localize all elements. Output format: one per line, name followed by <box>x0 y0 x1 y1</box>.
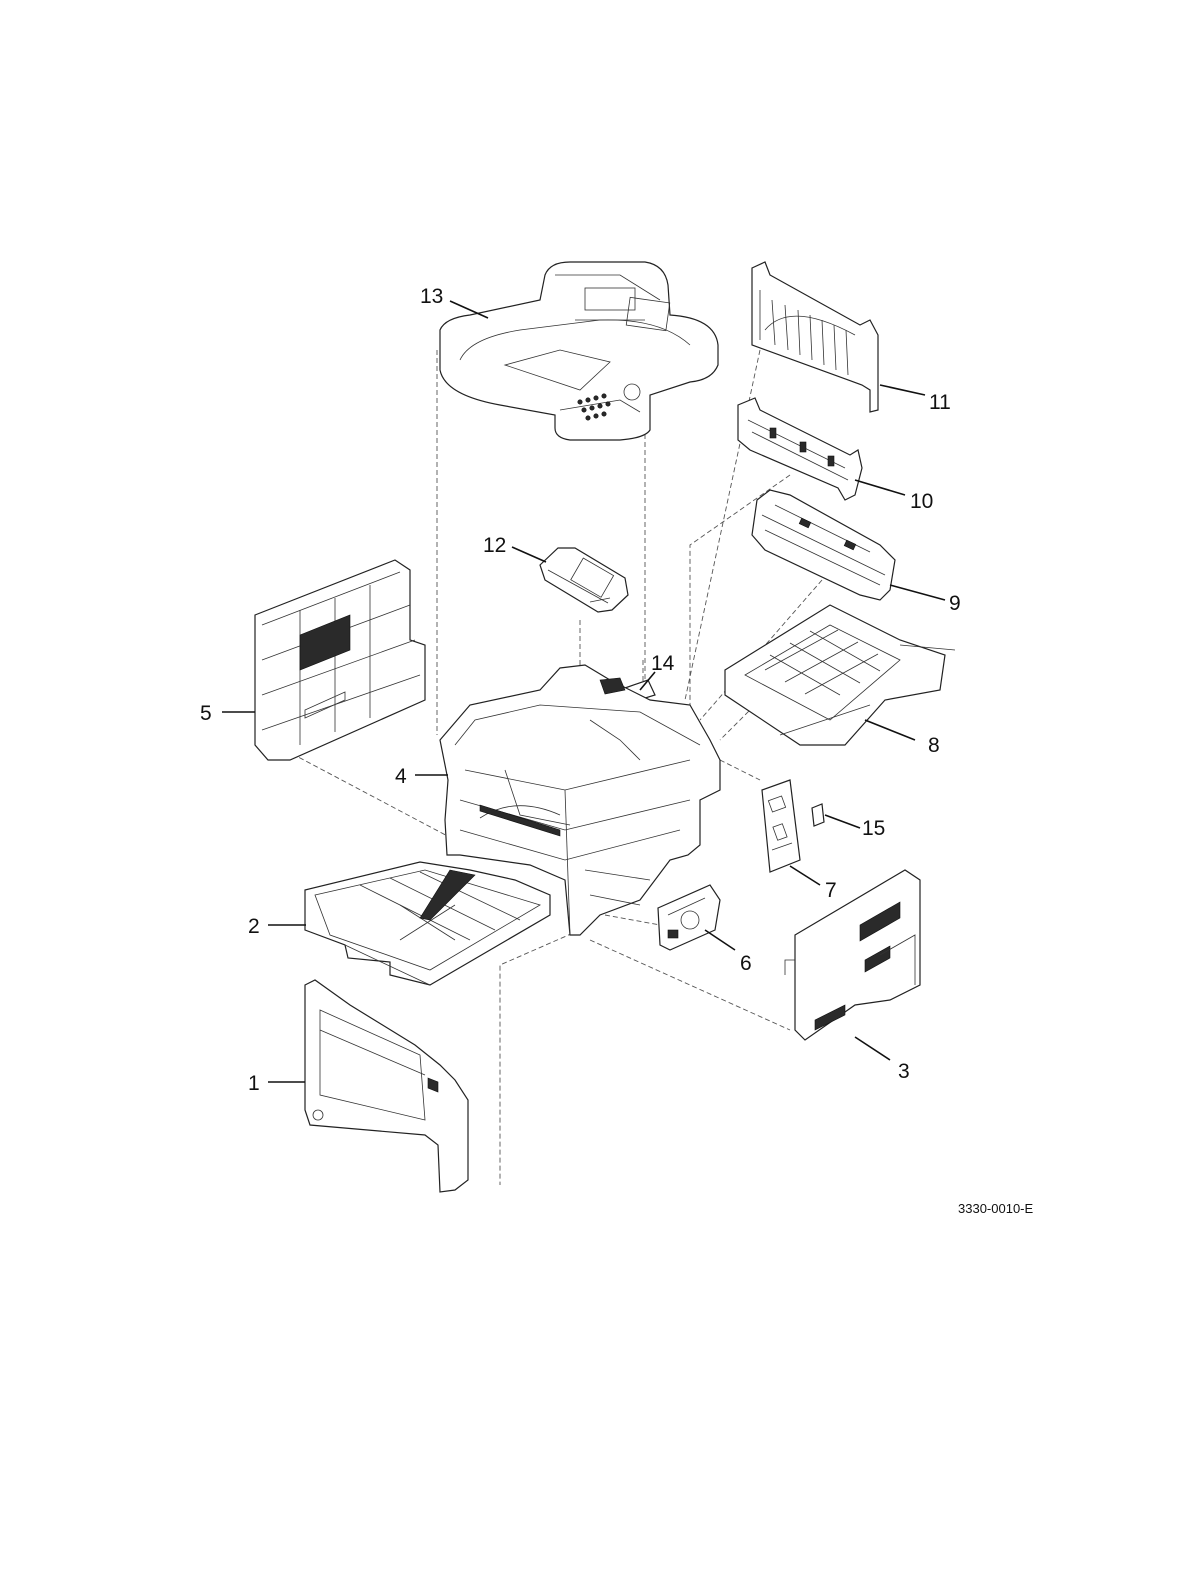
leader-8 <box>865 720 915 740</box>
callout-14: 14 <box>651 652 675 675</box>
leader-7 <box>790 866 820 885</box>
right-cover-part <box>785 870 920 1040</box>
callout-2: 2 <box>248 915 260 938</box>
front-cover-part <box>305 980 468 1192</box>
callout-3: 3 <box>898 1060 910 1083</box>
callout-11: 11 <box>929 391 951 414</box>
leader-12 <box>512 547 546 562</box>
callout-1: 1 <box>248 1072 260 1095</box>
leader-3 <box>855 1037 890 1060</box>
paper-tray-part <box>305 862 550 985</box>
rear-cover-part <box>752 262 878 412</box>
power-board-part <box>658 885 720 950</box>
figure-code: 3330-0010-E <box>958 1201 1033 1216</box>
fuser-part <box>752 490 895 600</box>
callout-15: 15 <box>862 817 885 840</box>
left-cover-part <box>255 560 425 760</box>
leader-6 <box>705 930 735 950</box>
leader-10 <box>855 480 905 495</box>
leader-9 <box>890 585 945 600</box>
callout-5: 5 <box>200 702 212 725</box>
callout-13: 13 <box>420 285 443 308</box>
callout-4: 4 <box>395 765 407 788</box>
callout-6: 6 <box>740 952 752 975</box>
callout-7: 7 <box>825 879 837 902</box>
callout-9: 9 <box>949 592 961 615</box>
top-cover-part <box>440 262 718 440</box>
transfer-guide-part <box>725 605 955 745</box>
laser-unit-part <box>540 548 628 612</box>
callout-12: 12 <box>483 534 506 557</box>
callout-10: 10 <box>910 490 933 513</box>
leader-15 <box>825 815 860 828</box>
exit-assembly-part <box>738 398 862 500</box>
leader-11 <box>880 385 925 395</box>
controller-board-part <box>762 780 824 872</box>
callout-8: 8 <box>928 734 940 757</box>
